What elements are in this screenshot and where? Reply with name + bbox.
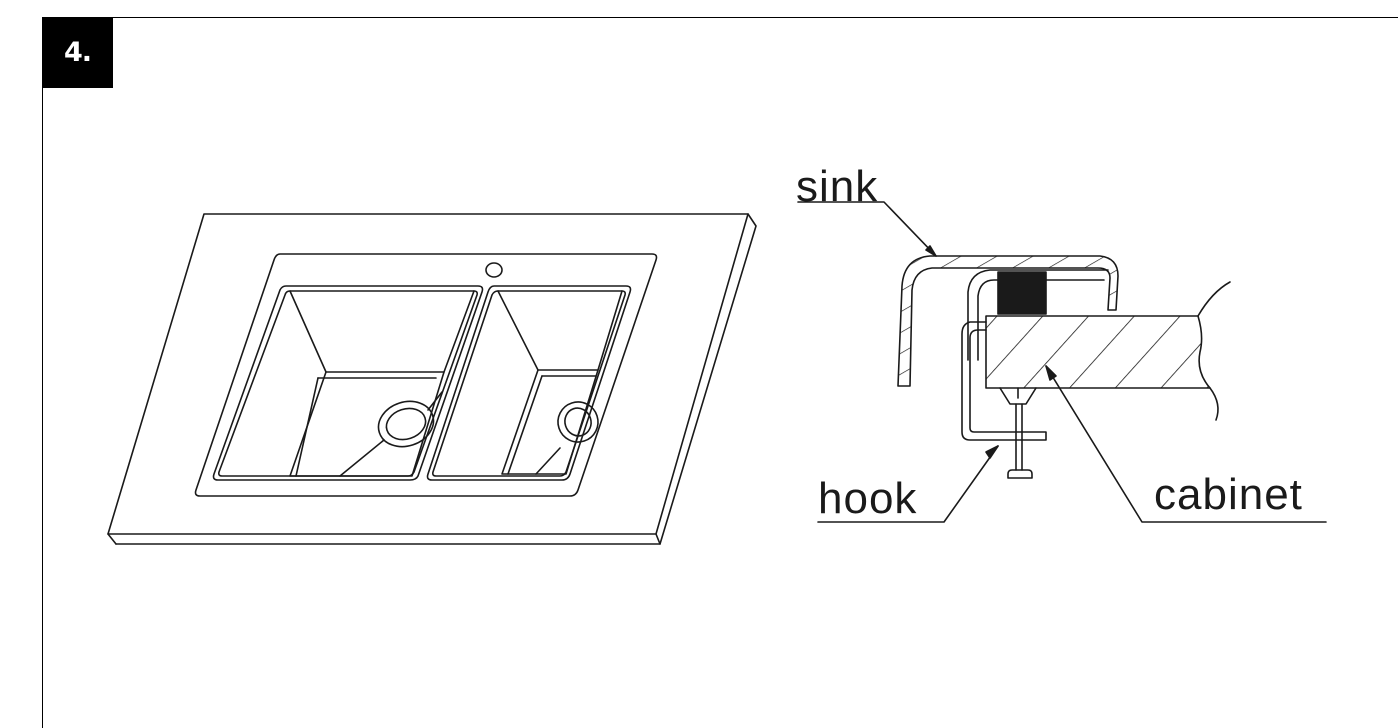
large-bowl-drain <box>377 400 435 448</box>
cabinet-leader <box>1045 365 1327 523</box>
label-sink: sink <box>796 162 879 211</box>
installation-cross-section <box>797 201 1327 523</box>
tap-hole <box>485 262 503 278</box>
seal-strip <box>997 271 1047 315</box>
clamp-hook <box>961 321 1047 441</box>
countertop-sink-illustration <box>107 213 757 545</box>
large-bowl-outer <box>212 285 484 481</box>
hook-leader <box>817 445 999 523</box>
sink-lip-section <box>897 255 1119 387</box>
sink-leader <box>797 201 937 257</box>
small-bowl-outer <box>426 285 632 481</box>
small-bowl-drain <box>557 401 599 443</box>
step-frame <box>42 17 1398 728</box>
sink-rim <box>194 253 658 497</box>
clamp-screw-foot <box>1007 469 1033 479</box>
cabinet-section <box>985 315 1211 389</box>
label-hook: hook <box>818 474 918 523</box>
countertop-top <box>107 213 749 535</box>
label-cabinet: cabinet <box>1154 470 1303 519</box>
countertop-edge <box>115 213 757 545</box>
step-number-badge: 4. <box>42 17 113 88</box>
